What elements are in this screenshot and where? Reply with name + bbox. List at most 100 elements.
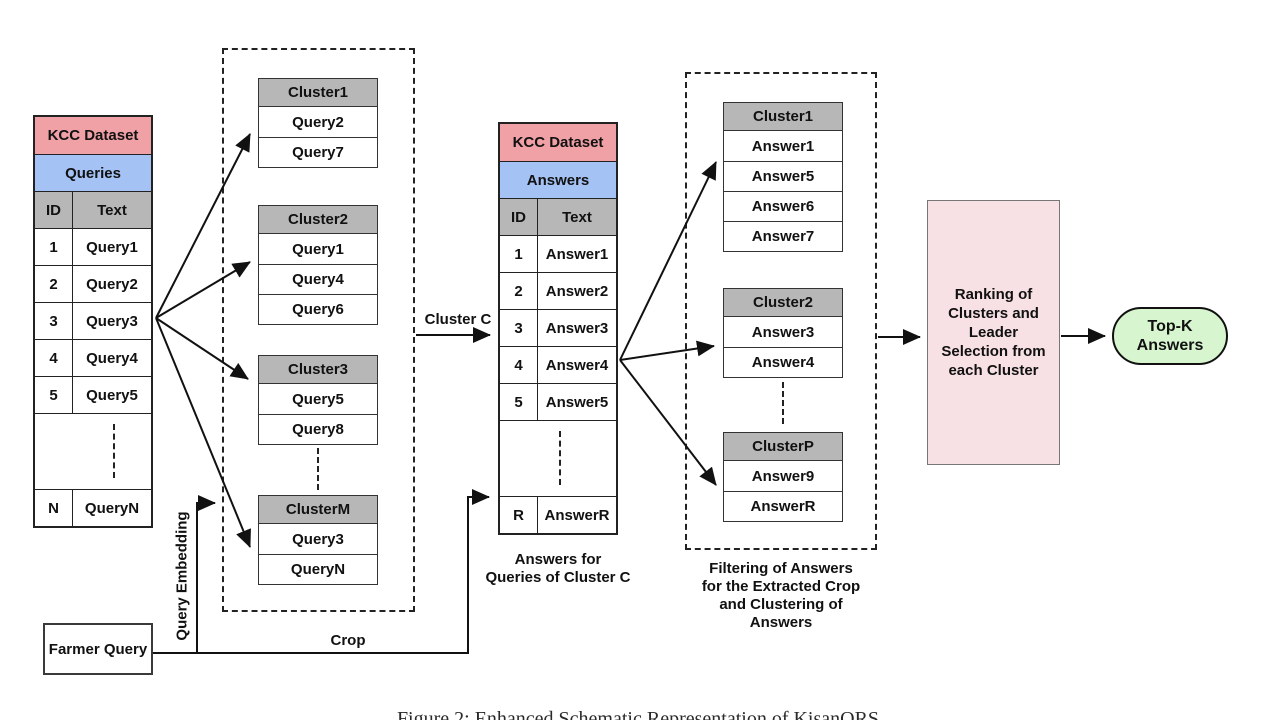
query-clusters-ellipsis-icon bbox=[317, 448, 319, 490]
cluster-title: Cluster2 bbox=[724, 289, 842, 317]
table-row: 2 Query2 bbox=[35, 265, 151, 302]
cluster-item: Answer4 bbox=[724, 347, 842, 377]
farmer-query-label: Farmer Query bbox=[48, 640, 148, 658]
ranking-line: Leader bbox=[968, 324, 1019, 341]
table-row-text: Query4 bbox=[86, 349, 138, 367]
cluster-item: AnswerR bbox=[724, 491, 842, 521]
cluster-item: Query3 bbox=[292, 530, 344, 548]
cluster-item: Query2 bbox=[292, 113, 344, 131]
cluster-item: QueryN bbox=[259, 554, 377, 584]
ellipsis-icon bbox=[113, 424, 115, 478]
table-row-id: 4 bbox=[500, 347, 538, 383]
cluster-title: Cluster1 bbox=[259, 79, 377, 107]
column-header-id: ID bbox=[35, 192, 73, 228]
cluster-item: Query5 bbox=[292, 390, 344, 408]
column-header-id: ID bbox=[500, 199, 538, 235]
table-title: KCC Dataset bbox=[500, 124, 616, 161]
table-title: KCC Dataset bbox=[35, 117, 151, 154]
table-row-id: 1 bbox=[500, 236, 538, 272]
column-header-text: Text bbox=[97, 201, 127, 219]
table-last-row: N QueryN bbox=[35, 489, 151, 526]
topk-line: Answers bbox=[1136, 337, 1204, 354]
table-row-text: Answer4 bbox=[545, 356, 609, 374]
answers-table-caption: Answers for Queries of Cluster C bbox=[485, 551, 631, 586]
table-ellipsis bbox=[35, 413, 151, 489]
table-row-text: Answer2 bbox=[545, 282, 609, 300]
table-row-id: 4 bbox=[35, 340, 73, 376]
table-ellipsis bbox=[500, 420, 616, 496]
table-row-id: 3 bbox=[500, 310, 538, 346]
table-row: 4 Answer4 bbox=[500, 346, 616, 383]
table-subtitle: Queries bbox=[35, 154, 151, 191]
table-row: 5 Answer5 bbox=[500, 383, 616, 420]
cluster-item: Query1 bbox=[292, 240, 344, 258]
cluster-item: Query4 bbox=[259, 264, 377, 294]
topk-answers-terminal: Top-K Answers bbox=[1112, 307, 1228, 365]
table-row: 4 Query4 bbox=[35, 339, 151, 376]
ranking-line: Clusters and bbox=[948, 305, 1039, 322]
figure-caption: Figure 2: Enhanced Schematic Representat… bbox=[396, 708, 880, 720]
table-row-text: Query5 bbox=[86, 386, 138, 404]
cluster-title: ClusterP bbox=[724, 433, 842, 461]
ellipsis-icon bbox=[559, 431, 561, 485]
table-row-text: Query3 bbox=[86, 312, 138, 330]
ranking-line: Ranking of bbox=[954, 286, 1033, 303]
table-row-text: Answer1 bbox=[545, 245, 609, 263]
column-header-text: Text bbox=[562, 208, 592, 226]
table-subtitle: Answers bbox=[500, 161, 616, 198]
ranking-line: each Cluster bbox=[948, 362, 1039, 379]
table-row-id: 1 bbox=[35, 229, 73, 265]
topk-line: Top-K bbox=[1147, 318, 1193, 335]
cluster-item: Answer3 bbox=[751, 323, 815, 341]
answer-clusters-ellipsis-icon bbox=[782, 382, 784, 424]
table-last-row-id: N bbox=[35, 490, 73, 526]
table-row: 1 Query1 bbox=[35, 228, 151, 265]
cluster-item: Query8 bbox=[259, 414, 377, 444]
query-embedding-label: Query Embedding bbox=[173, 511, 191, 641]
column-header: ID Text bbox=[500, 198, 616, 235]
arrow-query-embedding-path bbox=[196, 495, 216, 653]
ranking-line: Selection from bbox=[941, 343, 1046, 360]
table-row-text: Answer3 bbox=[545, 319, 609, 337]
filtering-caption: Filtering of Answers for the Extracted C… bbox=[701, 560, 861, 631]
cluster-title: Cluster3 bbox=[259, 356, 377, 384]
cluster-item: Answer1 bbox=[751, 137, 815, 155]
table-row-id: 3 bbox=[35, 303, 73, 339]
cluster-item: Answer7 bbox=[724, 221, 842, 251]
table-row: 3 Query3 bbox=[35, 302, 151, 339]
cluster-item: Answer5 bbox=[724, 161, 842, 191]
cluster-item: Query6 bbox=[259, 294, 377, 324]
cluster-item: Answer6 bbox=[724, 191, 842, 221]
table-last-row-text: AnswerR bbox=[544, 506, 610, 524]
table-row-text: Answer5 bbox=[545, 393, 609, 411]
table-row-id: 2 bbox=[35, 266, 73, 302]
table-last-row-id: R bbox=[500, 497, 538, 533]
table-last-row: R AnswerR bbox=[500, 496, 616, 533]
cluster-title: Cluster2 bbox=[259, 206, 377, 234]
table-row: 2 Answer2 bbox=[500, 272, 616, 309]
cluster-c-label: Cluster C bbox=[424, 311, 492, 328]
table-row: 3 Answer3 bbox=[500, 309, 616, 346]
ranking-box: Ranking of Clusters and Leader Selection… bbox=[927, 200, 1060, 465]
cluster-item: Query7 bbox=[259, 137, 377, 167]
table-row-id: 5 bbox=[500, 384, 538, 420]
table-row-id: 2 bbox=[500, 273, 538, 309]
table-last-row-text: QueryN bbox=[84, 499, 140, 517]
table-row-text: Query1 bbox=[86, 238, 138, 256]
column-header: ID Text bbox=[35, 191, 151, 228]
cluster-item: Answer9 bbox=[751, 467, 815, 485]
cluster-title: ClusterM bbox=[259, 496, 377, 524]
table-row-text: Query2 bbox=[86, 275, 138, 293]
cluster-title: Cluster1 bbox=[724, 103, 842, 131]
